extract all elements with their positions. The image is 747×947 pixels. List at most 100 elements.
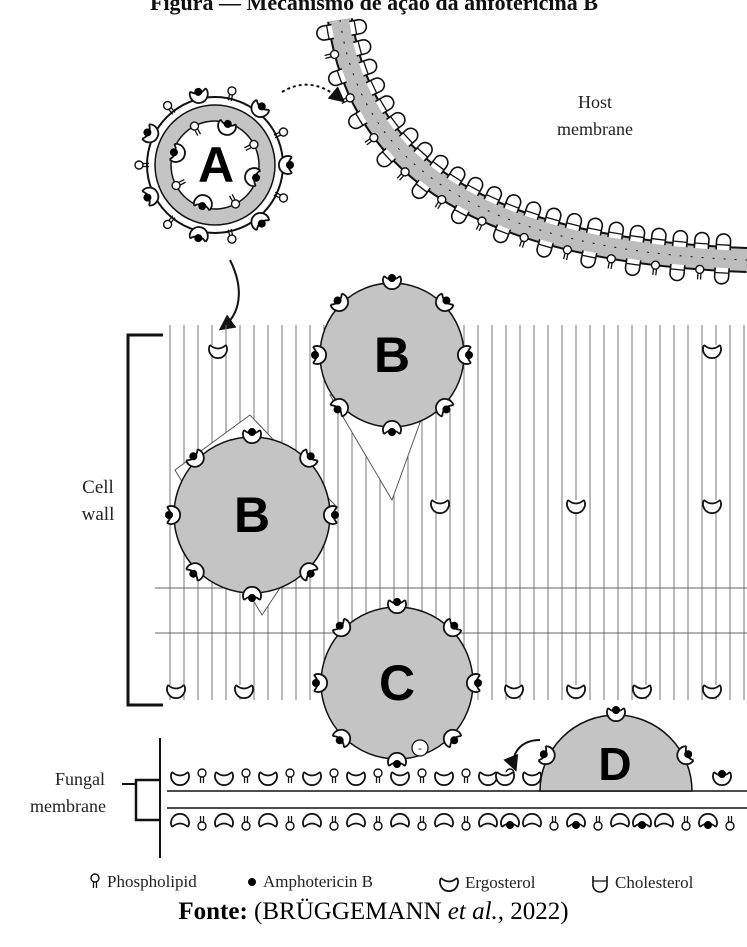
ergosterol-icon bbox=[235, 685, 253, 698]
cholesterol-icon bbox=[587, 217, 604, 235]
phospholipid-icon bbox=[550, 816, 558, 830]
cholesterol-icon bbox=[673, 230, 688, 247]
phospholipid-icon bbox=[374, 769, 382, 783]
host-membrane-label-2: membrane bbox=[557, 119, 633, 139]
ergosterol-icon bbox=[496, 772, 514, 785]
ergosterol-amphotericin-icon bbox=[383, 421, 401, 436]
source-year: 2022) bbox=[504, 898, 569, 925]
phospholipid-icon bbox=[198, 769, 206, 783]
ergosterol-icon bbox=[303, 814, 321, 827]
ergosterol-icon bbox=[167, 685, 185, 698]
phospholipid-icon bbox=[88, 872, 102, 892]
cell-wall-label-2: wall bbox=[82, 504, 115, 525]
fungal-membrane-label: Fungal bbox=[55, 769, 105, 789]
ergosterol-amphotericin-icon bbox=[165, 506, 180, 524]
legend-amphotericin: Amphotericin B bbox=[246, 872, 373, 892]
label-a: A bbox=[198, 137, 234, 193]
ergosterol-icon bbox=[435, 814, 453, 827]
phospholipid-icon bbox=[462, 816, 470, 830]
cholesterol-icon bbox=[316, 25, 334, 42]
ergosterol-amphotericin-icon bbox=[633, 814, 651, 829]
cholesterol-icon bbox=[714, 267, 729, 284]
ergosterol-amphotericin-icon bbox=[311, 346, 326, 364]
ergosterol-icon bbox=[633, 685, 651, 698]
amphotericin-mechanism-diagram: Host membrane Cell wall Fungal membrane … bbox=[0, 0, 747, 870]
cholesterol-icon bbox=[590, 872, 610, 894]
ergosterol-icon bbox=[391, 814, 409, 827]
phospholipid-icon bbox=[330, 816, 338, 830]
ergosterol-amphotericin-icon bbox=[501, 814, 519, 829]
figure-source: Fonte: (BRÜGGEMANN et al., 2022) bbox=[0, 898, 747, 926]
ergosterol-icon bbox=[215, 814, 233, 827]
legend-cholesterol: Cholesterol bbox=[590, 872, 693, 894]
ergosterol-icon bbox=[703, 685, 721, 698]
ergosterol-icon bbox=[567, 500, 585, 513]
ergosterol-amphotericin-icon bbox=[383, 274, 401, 289]
phospholipid-icon bbox=[650, 261, 660, 276]
ergosterol-icon bbox=[567, 685, 585, 698]
label-b-lower: B bbox=[234, 487, 270, 543]
ergosterol-icon bbox=[703, 345, 721, 358]
liposome-b-upper bbox=[311, 274, 473, 500]
ergosterol-amphotericin-icon bbox=[713, 770, 731, 785]
phospholipid-icon bbox=[374, 816, 382, 830]
phospholipid-icon bbox=[330, 769, 338, 783]
ergosterol-icon bbox=[479, 814, 497, 827]
cholesterol-icon bbox=[651, 228, 667, 246]
ergosterol-amphotericin-icon bbox=[243, 428, 261, 443]
cholesterol-icon bbox=[669, 264, 684, 281]
cholesterol-icon bbox=[694, 232, 709, 249]
phospholipid-icon bbox=[286, 816, 294, 830]
cholesterol-icon bbox=[353, 38, 372, 56]
cholesterol-icon bbox=[625, 258, 641, 276]
transfer-arrow bbox=[282, 85, 342, 100]
ergosterol-icon bbox=[435, 772, 453, 785]
ergosterol-icon bbox=[523, 814, 541, 827]
ergosterol-amphotericin-icon bbox=[467, 674, 482, 692]
ergosterol-amphotericin-icon bbox=[243, 587, 261, 602]
phospholipid-icon bbox=[682, 816, 690, 830]
negative-charge-marker: - bbox=[412, 740, 428, 756]
legend-ergosterol: Ergosterol bbox=[438, 872, 536, 894]
host-membrane-label: Host bbox=[578, 92, 612, 112]
fungal-membrane-label-2: membrane bbox=[30, 796, 106, 816]
ergosterol-amphotericin-icon bbox=[458, 346, 473, 364]
cholesterol-icon bbox=[565, 212, 582, 231]
ergosterol-icon bbox=[171, 814, 189, 827]
ergosterol-amphotericin-icon bbox=[388, 598, 406, 613]
ergosterol-icon bbox=[431, 500, 449, 513]
cholesterol-icon bbox=[580, 250, 597, 268]
phospholipid-icon bbox=[395, 166, 410, 182]
fungal-membrane-bracket bbox=[122, 780, 160, 820]
ergosterol-amphotericin-icon bbox=[699, 814, 717, 829]
phospholipid-icon bbox=[462, 769, 470, 783]
phospholipid-icon bbox=[594, 816, 602, 830]
ergosterol-amphotericin-icon bbox=[312, 674, 327, 692]
label-c: C bbox=[379, 655, 415, 711]
amphotericin-dot-icon bbox=[246, 872, 258, 892]
cholesterol-icon bbox=[629, 225, 645, 243]
ergosterol-icon bbox=[215, 772, 233, 785]
phospholipid-icon bbox=[418, 816, 426, 830]
ergosterol-icon bbox=[209, 345, 227, 358]
phospholipid-icon bbox=[418, 769, 426, 783]
phospholipid-icon bbox=[198, 816, 206, 830]
ergosterol-icon bbox=[259, 772, 277, 785]
phospholipid-icon bbox=[286, 769, 294, 783]
ergosterol-icon bbox=[655, 814, 673, 827]
ergosterol-icon bbox=[171, 772, 189, 785]
label-d: D bbox=[598, 738, 631, 790]
ergosterol-icon bbox=[505, 685, 523, 698]
extraction-arrow bbox=[514, 740, 540, 768]
ergosterol-icon bbox=[259, 814, 277, 827]
ergosterol-amphotericin-icon bbox=[388, 753, 406, 768]
legend-phospholipid: Phospholipid bbox=[88, 872, 197, 892]
ergosterol-icon bbox=[347, 772, 365, 785]
source-authors: (BRÜGGEMANN bbox=[254, 898, 448, 925]
legend-cholesterol-label: Cholesterol bbox=[615, 873, 693, 893]
ergosterol-amphotericin-icon bbox=[607, 706, 625, 721]
entry-arrow bbox=[222, 260, 239, 328]
cholesterol-icon bbox=[608, 221, 625, 239]
ergosterol-icon bbox=[303, 772, 321, 785]
phospholipid-icon bbox=[242, 769, 250, 783]
